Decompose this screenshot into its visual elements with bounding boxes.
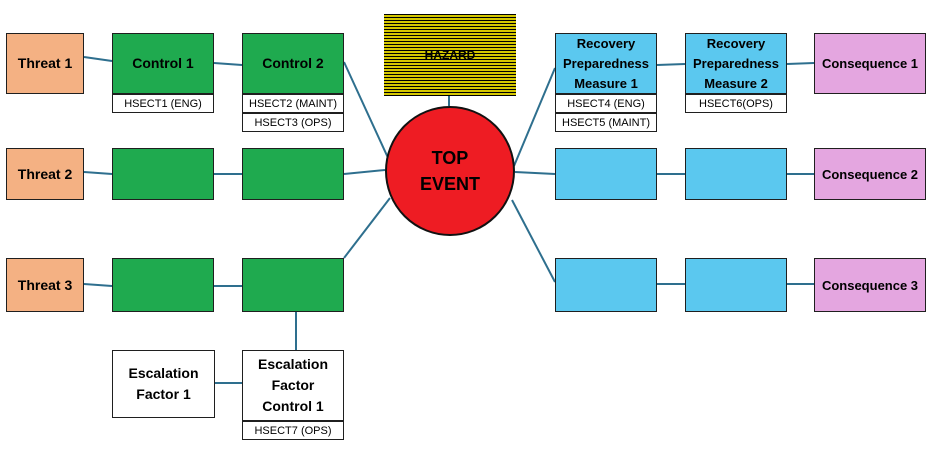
control-row3-b-box[interactable] xyxy=(242,258,344,312)
control-2-box[interactable]: Control 2 xyxy=(242,33,344,94)
connector-row2-top xyxy=(343,169,386,175)
consequence-1-label: Consequence 1 xyxy=(821,56,919,71)
threat-3-box[interactable]: Threat 3 xyxy=(6,258,84,312)
connector-threat2-control xyxy=(83,171,113,175)
recovery-row3-a-box[interactable] xyxy=(555,258,657,312)
threat-3-label: Threat 3 xyxy=(17,276,73,293)
escalation-factor-box[interactable]: Escalation Factor 1 xyxy=(112,350,215,418)
control-1-label: Control 1 xyxy=(132,55,194,71)
recovery-row3-b-box[interactable] xyxy=(685,258,787,312)
threat-1-box[interactable]: Threat 1 xyxy=(6,33,84,94)
top-event-label: TOP EVENT xyxy=(419,148,480,194)
recovery-measure-1-tag-a: HSECT4 (ENG) xyxy=(555,94,657,113)
recovery-row2-b-box[interactable] xyxy=(685,148,787,200)
threat-1-label: Threat 1 xyxy=(17,55,73,71)
connector-top-measure1 xyxy=(513,67,556,167)
connector-threat3-control xyxy=(83,283,113,287)
connector-top-recovery-row3 xyxy=(511,199,556,283)
control-2-tag-a: HSECT2 (MAINT) xyxy=(242,94,344,113)
consequence-2-box[interactable]: Consequence 2 xyxy=(814,148,926,200)
threat-2-label: Threat 2 xyxy=(17,165,73,182)
control-row2-a-box[interactable] xyxy=(112,148,214,200)
recovery-measure-2-box[interactable]: Recovery Preparedness Measure 2 xyxy=(685,33,787,94)
hazard-label: HAZARD xyxy=(424,48,476,62)
consequence-3-label: Consequence 3 xyxy=(821,277,919,293)
connector-threat1-control1 xyxy=(83,56,113,62)
connector-control2-top xyxy=(343,61,390,161)
recovery-measure-1-tag-b: HSECT5 (MAINT) xyxy=(555,113,657,132)
escalation-control-tag: HSECT7 (OPS) xyxy=(242,421,344,440)
connector-measure1-measure2 xyxy=(656,63,686,66)
connector-control1-control2 xyxy=(213,62,243,66)
control-2-tag-b: HSECT3 (OPS) xyxy=(242,113,344,132)
escalation-factor-label: Escalation Factor 1 xyxy=(128,365,199,402)
recovery-measure-2-label: Recovery Preparedness Measure 2 xyxy=(693,35,779,91)
control-1-tag: HSECT1 (ENG) xyxy=(112,94,214,113)
connector-row3-top xyxy=(343,197,391,259)
recovery-measure-1-box[interactable]: Recovery Preparedness Measure 1 xyxy=(555,33,657,94)
control-row3-a-box[interactable] xyxy=(112,258,214,312)
recovery-measure-2-tag: HSECT6(OPS) xyxy=(685,94,787,113)
control-2-label: Control 2 xyxy=(262,55,324,71)
recovery-row2-a-box[interactable] xyxy=(555,148,657,200)
hazard-box[interactable]: HAZARD xyxy=(384,14,516,96)
consequence-2-label: Consequence 2 xyxy=(821,166,919,182)
recovery-measure-1-label: Recovery Preparedness Measure 1 xyxy=(563,35,649,91)
top-event-circle[interactable]: TOP EVENT xyxy=(385,106,515,236)
connector-measure2-consequence1 xyxy=(786,62,815,65)
connector-top-recovery-row2 xyxy=(514,171,556,175)
threat-2-box[interactable]: Threat 2 xyxy=(6,148,84,200)
control-row2-b-box[interactable] xyxy=(242,148,344,200)
escalation-factor-control-label: Escalation Factor Control 1 xyxy=(257,356,329,414)
control-1-box[interactable]: Control 1 xyxy=(112,33,214,94)
escalation-factor-control-box[interactable]: Escalation Factor Control 1 xyxy=(242,350,344,421)
consequence-3-box[interactable]: Consequence 3 xyxy=(814,258,926,312)
consequence-1-box[interactable]: Consequence 1 xyxy=(814,33,926,94)
